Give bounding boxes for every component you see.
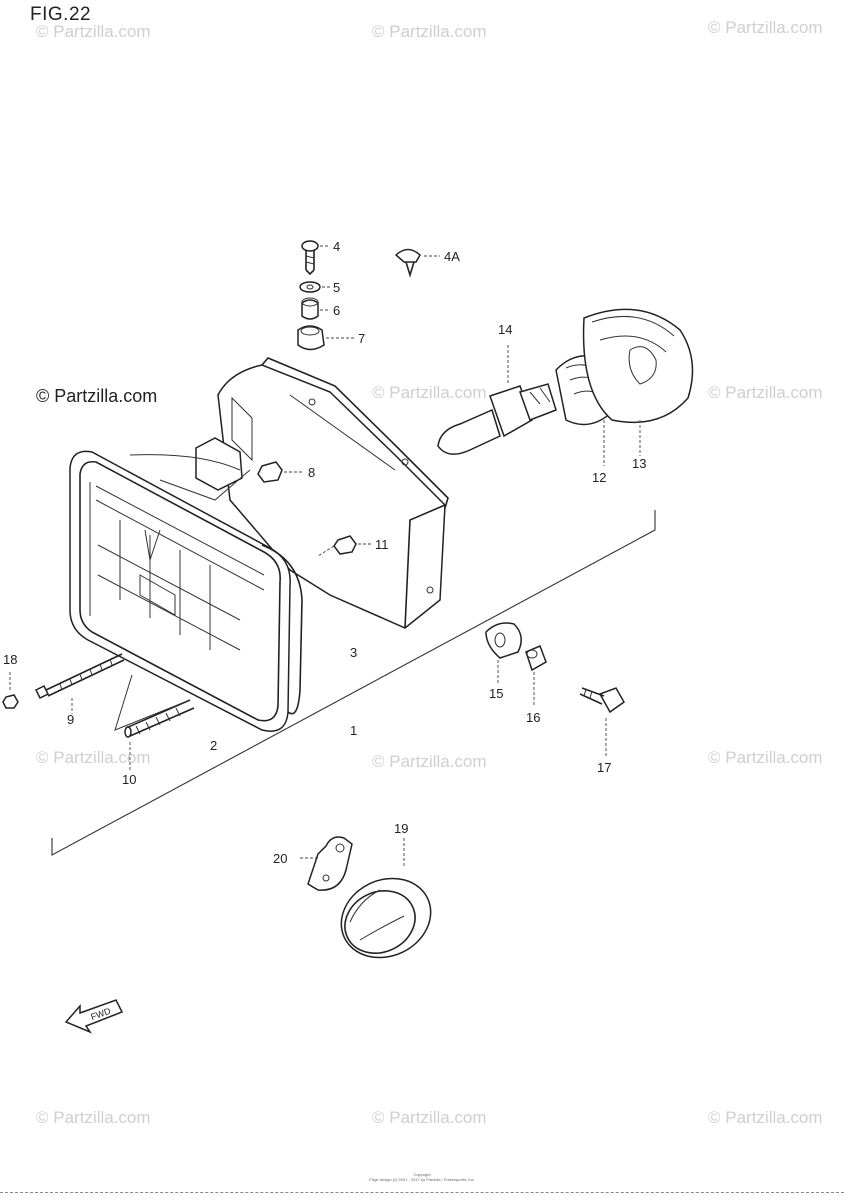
callout-13: 13 xyxy=(632,456,647,471)
callout-16: 16 xyxy=(526,710,541,725)
watermark: © Partzilla.com xyxy=(36,748,151,767)
callout-17: 17 xyxy=(597,760,612,775)
spacer-6 xyxy=(301,297,330,320)
callout-10: 10 xyxy=(122,772,137,787)
grommet-15 xyxy=(485,622,522,684)
callout-19: 19 xyxy=(394,821,409,836)
footer-line-1: Copyright xyxy=(413,1172,431,1177)
watermark: © Partzilla.com xyxy=(36,1108,151,1127)
watermark: © Partzilla.com xyxy=(708,1108,823,1127)
nut-8 xyxy=(257,461,304,483)
screw-9 xyxy=(34,653,125,714)
headlight-housing xyxy=(159,357,449,629)
callout-7: 7 xyxy=(358,331,366,346)
watermark: © Partzilla.com xyxy=(372,1108,487,1127)
callout-4a: 4A xyxy=(444,249,460,264)
callout-15: 15 xyxy=(489,686,504,701)
assembly-bracket xyxy=(51,510,656,856)
grommet-7 xyxy=(297,325,354,351)
callout-5: 5 xyxy=(333,280,341,295)
watermark: © Partzilla.com xyxy=(708,383,823,402)
bulb-14 xyxy=(437,345,557,455)
callout-1: 1 xyxy=(350,723,358,738)
callout-9: 9 xyxy=(67,712,75,727)
callout-4: 4 xyxy=(333,239,341,254)
bolt-17 xyxy=(579,687,625,756)
nut-18 xyxy=(2,672,19,709)
callout-18: 18 xyxy=(3,652,18,667)
callout-6: 6 xyxy=(333,303,341,318)
bracket-20 xyxy=(300,836,353,891)
watermark: © Partzilla.com xyxy=(372,383,487,402)
nut-11 xyxy=(317,535,372,557)
screw-10 xyxy=(124,699,195,770)
bottom-border xyxy=(0,1192,844,1193)
callout-14: 14 xyxy=(498,322,513,337)
clip-4a xyxy=(394,248,440,278)
watermark: © Partzilla.com xyxy=(708,18,823,37)
watermark: © Partzilla.com xyxy=(708,748,823,767)
screw-4 xyxy=(301,240,330,276)
callout-3: 3 xyxy=(350,645,358,660)
callout-12: 12 xyxy=(592,470,607,485)
watermark: © Partzilla.com xyxy=(372,22,487,41)
callout-11: 11 xyxy=(375,537,389,552)
lens-19 xyxy=(340,838,432,959)
figure-title: FIG.22 xyxy=(30,4,92,25)
watermark: © Partzilla.com xyxy=(36,22,151,41)
callout-2: 2 xyxy=(210,738,218,753)
forward-arrow-icon: FWD xyxy=(64,999,124,1034)
watermark: © Partzilla.com xyxy=(372,752,487,771)
collar-16 xyxy=(525,645,547,706)
footer-line-2: Page design (c) 2001 - 2017 by Partzilla… xyxy=(369,1177,475,1182)
screw-leaders xyxy=(114,674,191,731)
headlight-lens-unit xyxy=(69,450,303,732)
washer-5 xyxy=(299,281,330,293)
watermark-feature: © Partzilla.com xyxy=(36,386,158,406)
callout-8: 8 xyxy=(308,465,316,480)
callout-20: 20 xyxy=(273,851,288,866)
cover-13 xyxy=(582,308,694,456)
footer-copyright: Copyright Page design (c) 2001 - 2017 by… xyxy=(340,1172,504,1182)
